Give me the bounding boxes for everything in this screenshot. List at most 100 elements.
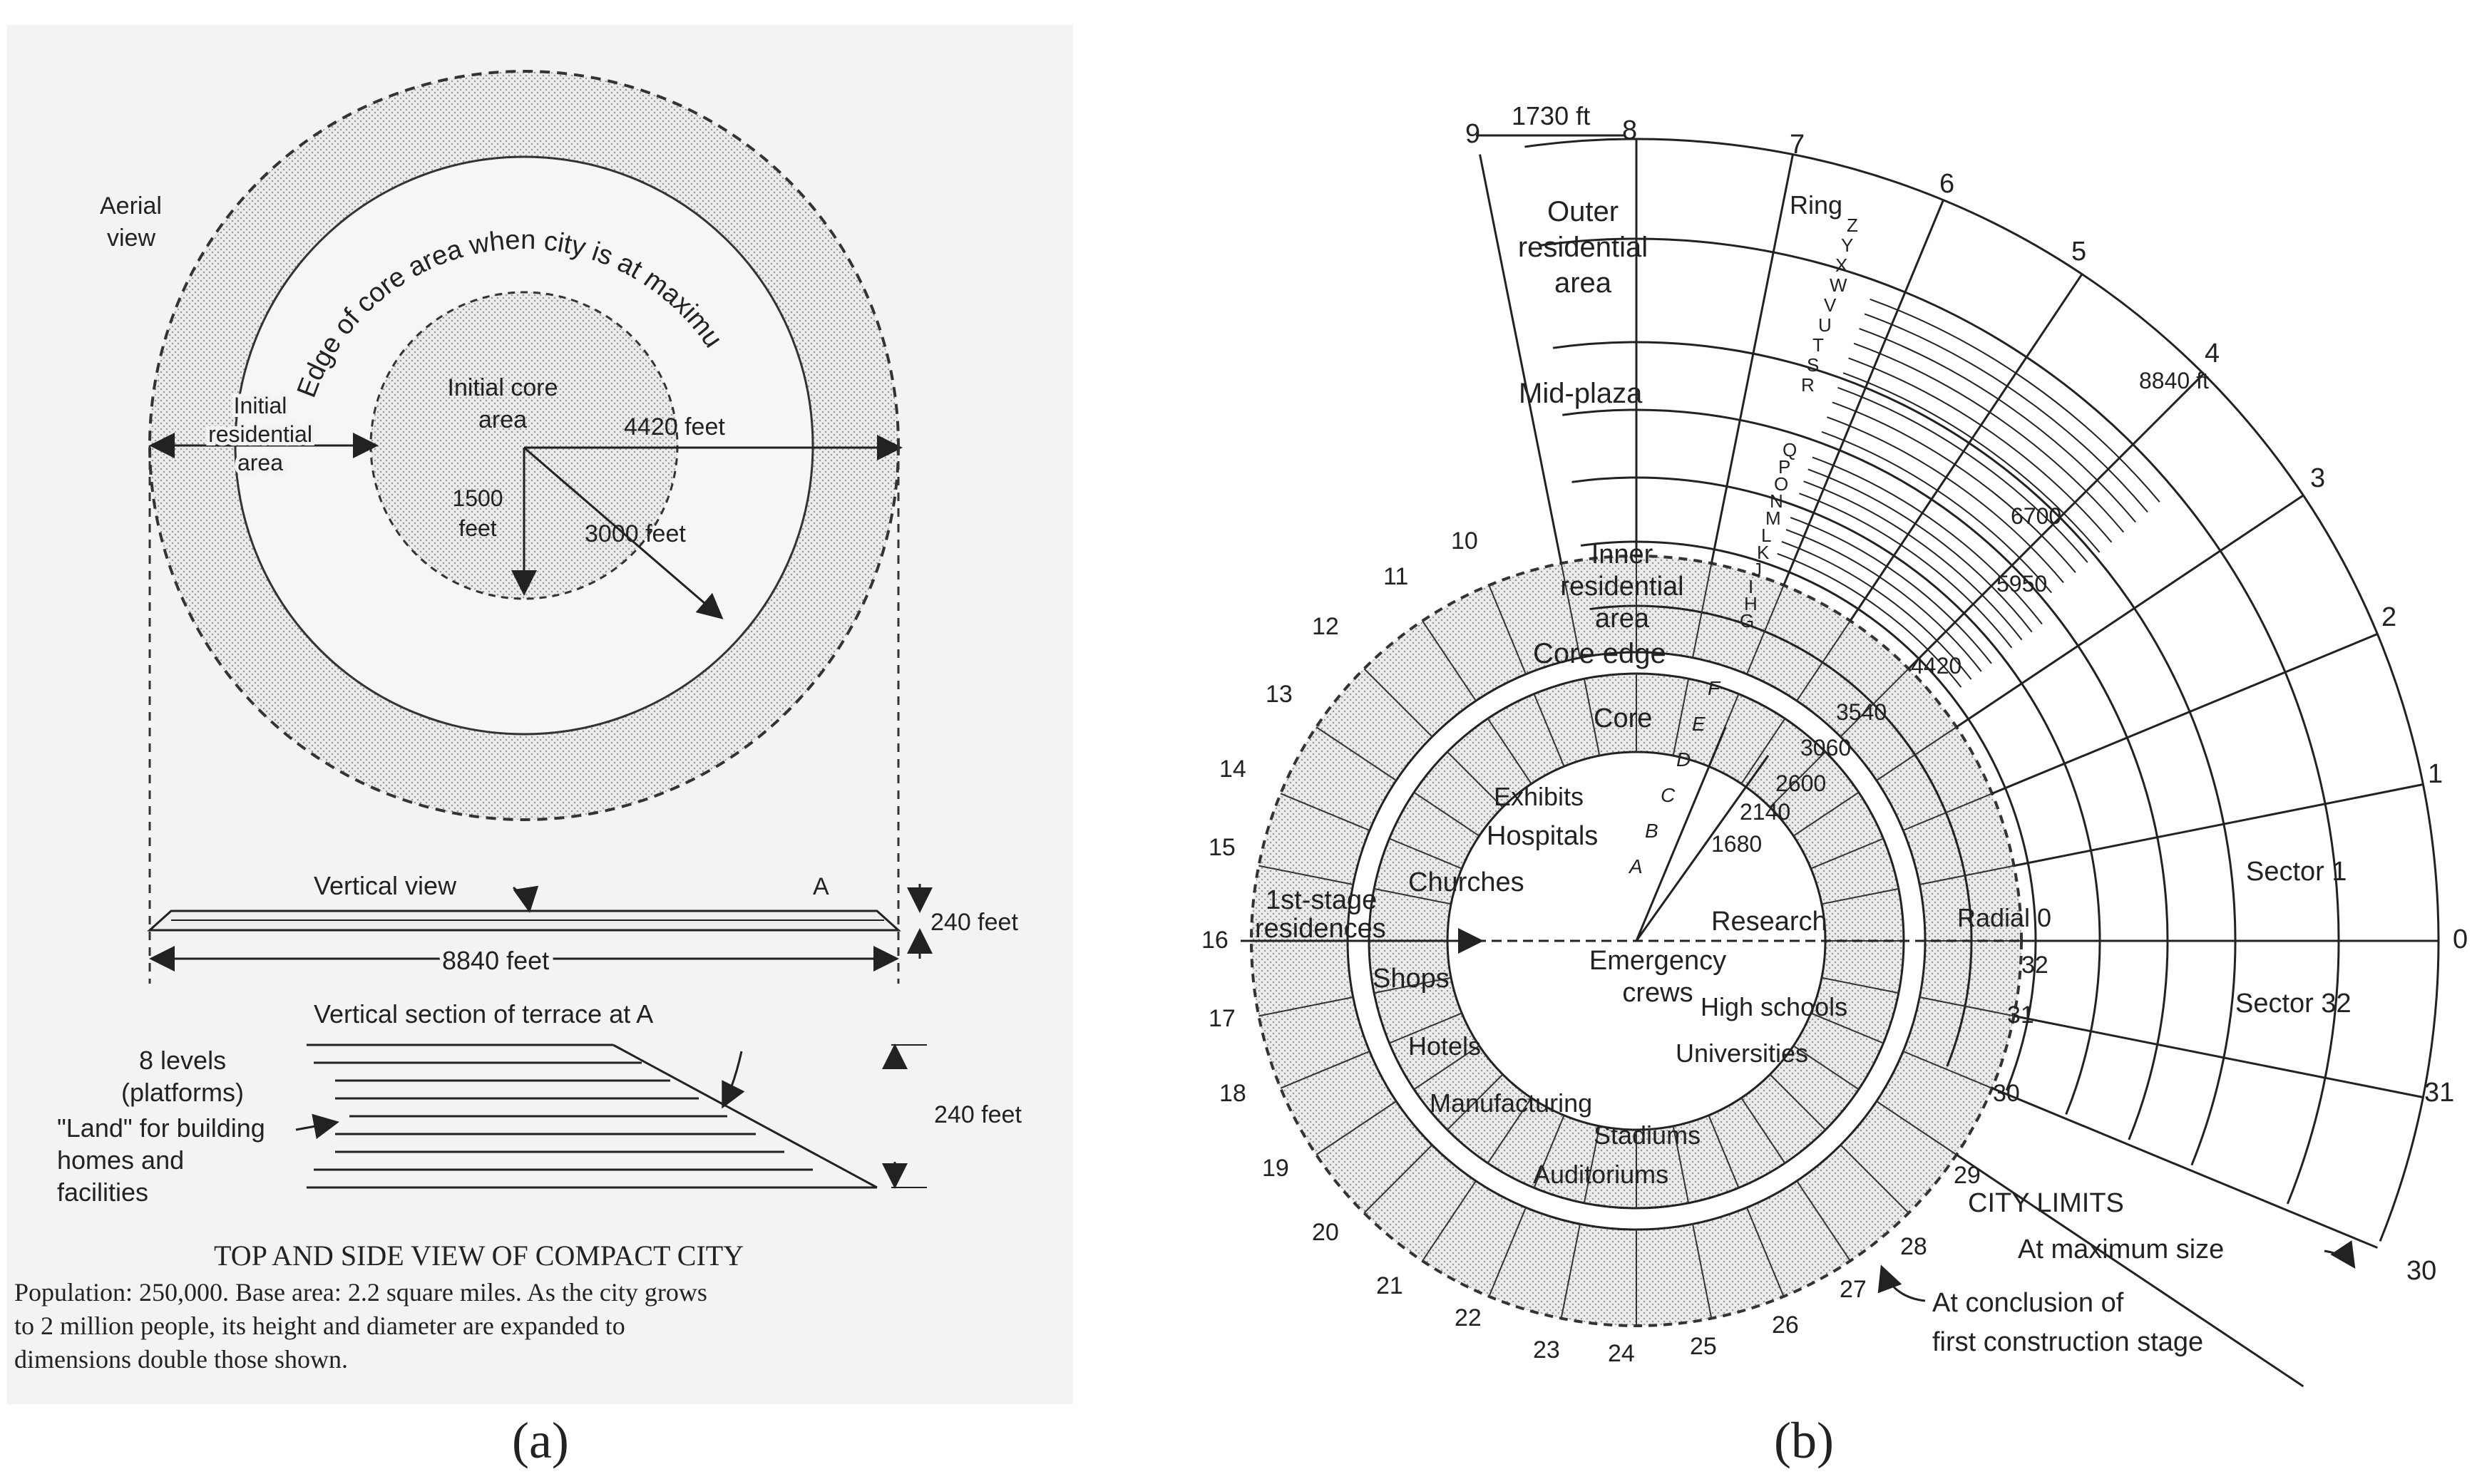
sector-1-label: Sector 1: [2246, 857, 2347, 887]
ring-letter: X: [1835, 254, 1847, 276]
core-segment: [1810, 838, 1884, 870]
ring-segment: [1840, 1144, 1909, 1214]
ring-segment: [1363, 1144, 1433, 1214]
label-a: (a): [512, 1412, 569, 1469]
ring-letter: S: [1807, 354, 1819, 376]
ring-segment: [1876, 1101, 1957, 1155]
ring-segment: [1902, 1051, 1993, 1089]
ring-segment: [1796, 620, 1851, 701]
terrace-levels: [307, 1044, 878, 1189]
outer-number: 2: [2381, 602, 2396, 632]
inner-number: 16: [1201, 927, 1229, 954]
ring-tick: [1781, 541, 1972, 680]
inner-number: 25: [1690, 1333, 1717, 1360]
levels-label: 8 levels(platforms): [121, 1046, 244, 1107]
radius-label: 5950: [1996, 571, 2047, 597]
ring-tick: [1848, 357, 2113, 543]
outer-number: 5: [2071, 237, 2086, 267]
h-240-label-2: 240 feet: [934, 1101, 1022, 1128]
inner-number: 10: [1451, 527, 1478, 555]
ring-tick: [1842, 372, 2101, 553]
universities-label: Universities: [1676, 1039, 1808, 1068]
ring-segment: [1746, 1207, 1785, 1297]
inner-number: 15: [1209, 834, 1236, 861]
outer-number: 7: [1790, 130, 1805, 160]
core-letter: B: [1645, 820, 1658, 842]
sector-radial: [1991, 633, 2378, 795]
dim-1730: 1730 ft: [1512, 101, 1590, 130]
ring-label: Ring: [1790, 190, 1842, 220]
ring-segment: [1488, 1207, 1527, 1297]
section-title: Vertical section of terrace at A: [314, 999, 653, 1029]
core-letter: E: [1692, 713, 1706, 735]
inner-number: 22: [1455, 1304, 1482, 1331]
inner-number: 21: [1376, 1272, 1403, 1299]
core-segment: [1769, 1073, 1826, 1130]
core-segment: [1821, 887, 1899, 905]
inner-number: 30: [1993, 1080, 2020, 1107]
ring-tick: [1794, 505, 2002, 656]
ring-letter: W: [1830, 274, 1847, 296]
core-segment: [1374, 977, 1452, 994]
ring-segment: [1876, 726, 1957, 781]
ring-tick: [1773, 565, 1952, 696]
sector-arc: [1538, 237, 2340, 1205]
caption-title: TOP AND SIDE VIEW OF COMPACT CITY: [214, 1240, 744, 1272]
h-240-label-1: 240 feet: [930, 909, 1018, 936]
core-letter: C: [1661, 784, 1676, 806]
core-segment: [1672, 679, 1690, 756]
core-letter: F: [1708, 677, 1721, 699]
inner-number: 29: [1954, 1162, 1981, 1189]
city-limits-label: CITY LIMITS: [1968, 1188, 2124, 1218]
outer-number: 0: [2453, 924, 2468, 954]
ring-segment: [1363, 668, 1433, 738]
ring-segment: [1919, 996, 2014, 1017]
ring-letter: H: [1744, 593, 1758, 614]
ring-segment: [1560, 563, 1581, 658]
ring-segment: [1840, 668, 1909, 738]
ring-segment: [1316, 726, 1397, 781]
label-b: (b): [1774, 1412, 1834, 1469]
ring-segment: [1258, 865, 1353, 885]
ring-tick: [1870, 298, 2160, 503]
core-segment: [1413, 791, 1480, 837]
ring-tick: [1807, 468, 2033, 633]
ring-letter: Z: [1847, 215, 1858, 236]
ring-tick: [1864, 313, 2148, 512]
core-letter: D: [1676, 748, 1691, 771]
at-max-label: At maximum size: [2018, 1235, 2224, 1264]
shops-label: Shops: [1373, 964, 1450, 994]
core-segment: [1793, 1045, 1860, 1091]
mid-plaza-label: Mid-plaza: [1519, 378, 1643, 409]
research-label: Research: [1711, 907, 1827, 937]
auditoriums-label: Auditoriums: [1533, 1160, 1668, 1189]
hotels-label: Hotels: [1408, 1031, 1481, 1061]
sector-radial: [1783, 200, 1944, 586]
sector-radial: [1849, 273, 2083, 622]
sector-radial: [1907, 373, 2205, 670]
ring-tick: [1832, 401, 2076, 573]
core-segment: [1810, 1012, 1884, 1044]
w-8840-label: 8840 feet: [442, 946, 549, 975]
ring-tick: [1799, 493, 2013, 649]
ring-segment: [1919, 865, 2014, 885]
ring-letter: U: [1818, 314, 1832, 336]
core-segment: [1708, 1115, 1740, 1188]
sector-radial: [1991, 1087, 2378, 1249]
ring-letter: G: [1740, 610, 1754, 632]
manufacturing-label: Manufacturing: [1430, 1088, 1592, 1118]
ring-tick: [1812, 456, 2043, 625]
core-letter: A: [1628, 855, 1643, 877]
radius-label: 3540: [1836, 699, 1887, 725]
sector-radial: [2014, 783, 2424, 867]
caption-body: Population: 250,000. Base area: 2.2 squa…: [14, 1278, 714, 1374]
core-segment: [1389, 1012, 1462, 1044]
sector-radial: [1710, 154, 1794, 564]
ring-tick: [1853, 342, 2125, 533]
ring-letter: L: [1761, 525, 1771, 546]
radius-label: 3060: [1800, 735, 1851, 761]
